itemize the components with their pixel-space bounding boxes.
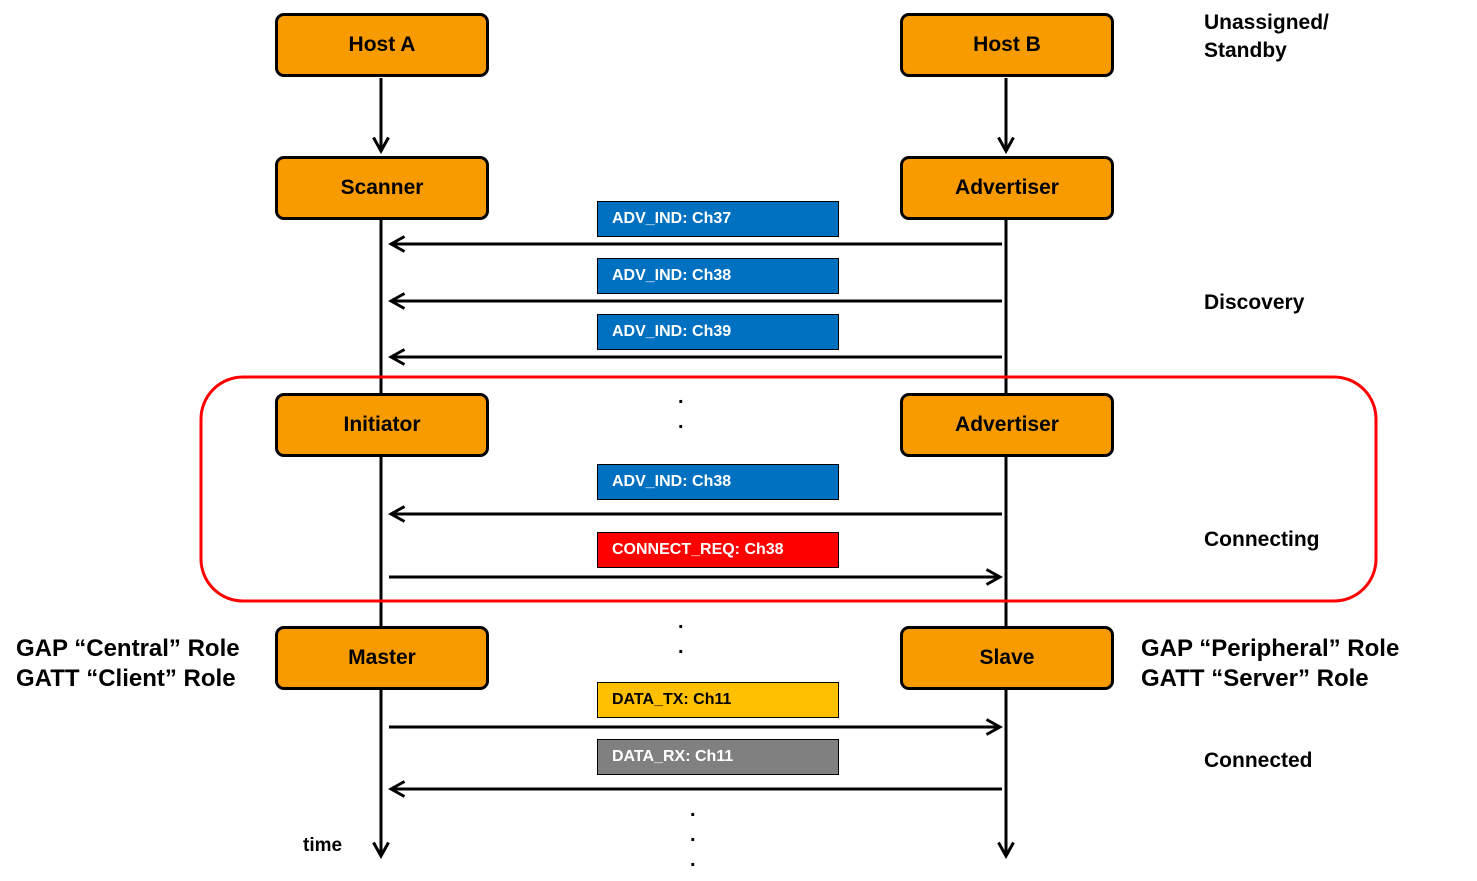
advertiser-label: Advertiser [955,176,1059,199]
ellipsis-dot: . [678,636,684,658]
advertiser-node-connecting: Advertiser [900,393,1114,457]
message-label: ADV_IND: Ch37 [612,210,732,227]
master-label: Master [348,646,416,669]
message-label: CONNECT_REQ: Ch38 [612,541,784,558]
gatt-server-role: GATT “Server” Role [1141,665,1369,692]
host-b-label: Host B [973,33,1041,56]
message-adv-ind-ch38-connecting: ADV_IND: Ch38 [597,464,839,500]
message-label: DATA_TX: Ch11 [612,691,732,708]
phase-connecting: Connecting [1204,528,1320,551]
initiator-label: Initiator [343,413,421,436]
central-roles: GAP “Central” Role GATT “Client” Role [16,634,240,694]
peripheral-roles: GAP “Peripheral” Role GATT “Server” Role [1141,634,1399,694]
master-node: Master [275,626,489,690]
message-data-tx: DATA_TX: Ch11 [597,682,839,718]
scanner-node: Scanner [275,156,489,220]
phase-standby-line1: Unassigned/ [1204,11,1329,34]
host-a-label: Host A [348,33,416,56]
advertiser-node: Advertiser [900,156,1114,220]
message-label: ADV_IND: Ch38 [612,267,732,284]
gatt-client-role: GATT “Client” Role [16,665,236,692]
time-axis-label: time [303,835,343,856]
message-data-rx: DATA_RX: Ch11 [597,739,839,775]
phase-connected: Connected [1204,749,1313,772]
message-adv-ind-ch39: ADV_IND: Ch39 [597,314,839,350]
gap-central-role: GAP “Central” Role [16,635,240,662]
initiator-node: Initiator [275,393,489,457]
advertiser-connecting-label: Advertiser [955,413,1059,436]
ellipsis-dot: . [678,411,684,433]
message-connect-req: CONNECT_REQ: Ch38 [597,532,839,568]
phase-standby-line2: Standby [1204,39,1287,62]
ellipsis-dot: . [690,849,696,871]
slave-label: Slave [979,646,1035,669]
ellipsis-dot: . [690,799,696,821]
slave-node: Slave [900,626,1114,690]
message-label: ADV_IND: Ch38 [612,473,732,490]
message-label: DATA_RX: Ch11 [612,748,734,765]
connecting-highlight-box [199,375,1378,603]
phase-standby: Unassigned/ Standby [1204,9,1329,65]
scanner-label: Scanner [340,176,424,199]
ellipsis-dot: . [678,386,684,408]
gap-peripheral-role: GAP “Peripheral” Role [1141,635,1400,662]
message-adv-ind-ch38: ADV_IND: Ch38 [597,258,839,294]
message-label: ADV_IND: Ch39 [612,323,732,340]
message-adv-ind-ch37: ADV_IND: Ch37 [597,201,839,237]
host-b-node: Host B [900,13,1114,77]
ellipsis-dot: . [690,824,696,846]
host-a-node: Host A [275,13,489,77]
ellipsis-dot: . [678,611,684,633]
phase-discovery: Discovery [1204,291,1305,314]
